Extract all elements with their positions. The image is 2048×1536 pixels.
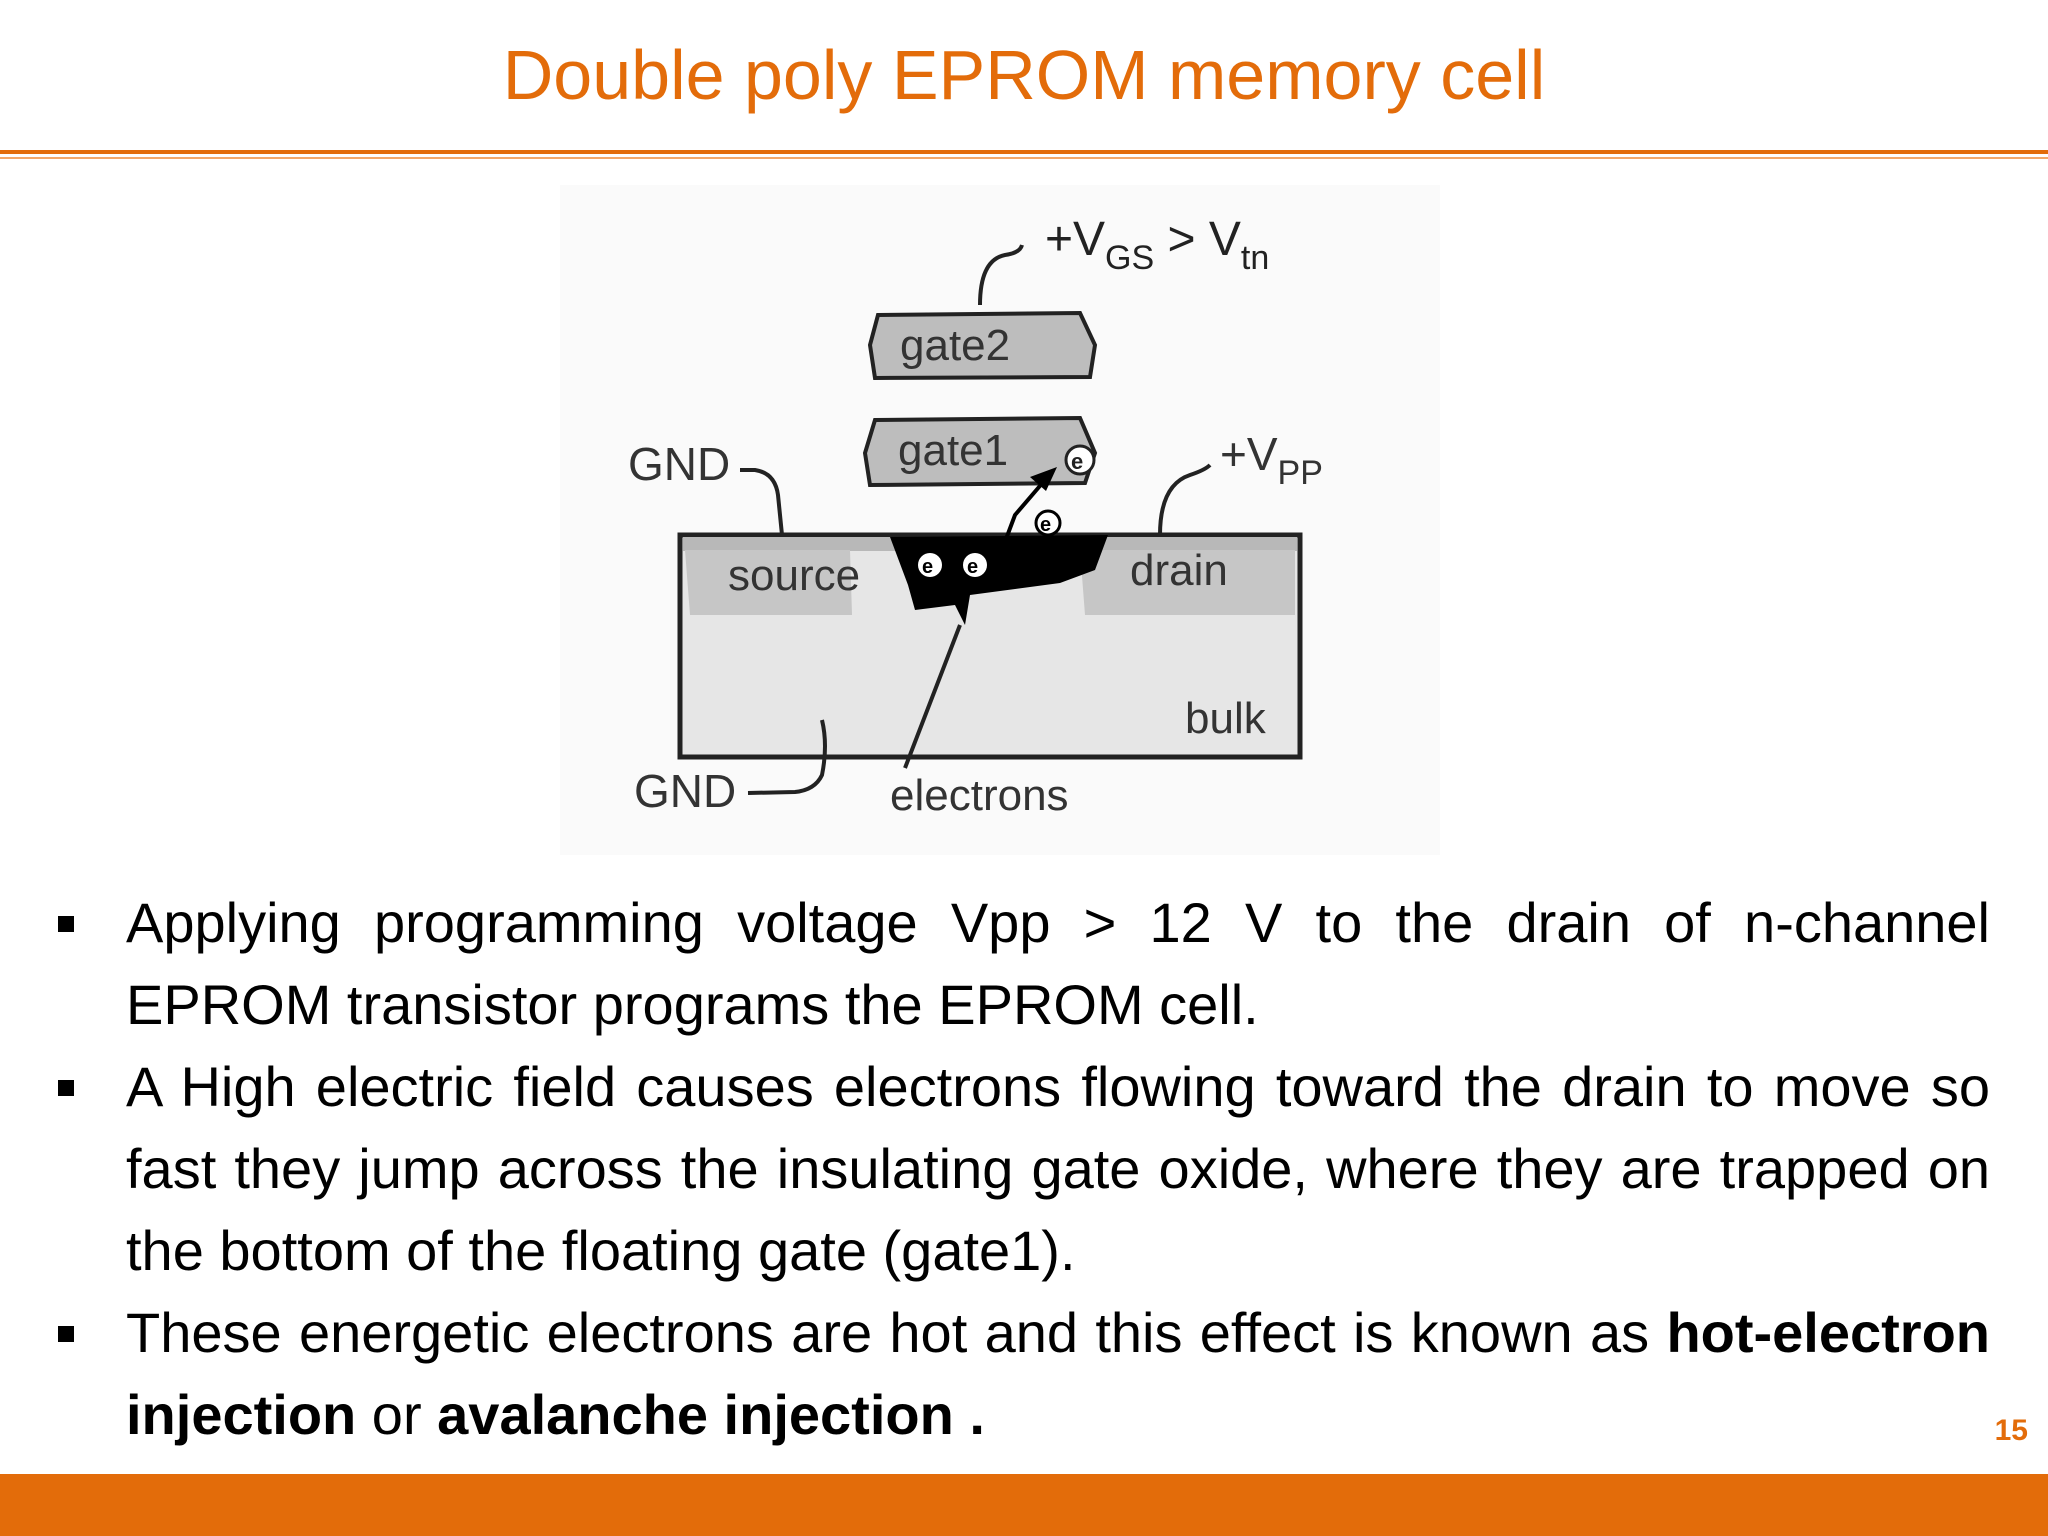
source-label: source xyxy=(728,551,860,600)
bullet-list: Applying programming voltage Vpp > 12 V … xyxy=(48,882,1990,1456)
gate1-label: gate1 xyxy=(898,426,1008,475)
channel-electron-icon xyxy=(963,553,987,577)
channel-electron-symbol: e xyxy=(967,556,978,578)
vgs-condition-label: +VGS > Vtn xyxy=(1045,213,1269,277)
channel-electron-symbol: e xyxy=(922,556,933,578)
gate2-label: gate2 xyxy=(900,321,1010,370)
electrons-label: electrons xyxy=(890,771,1069,820)
square-bullet-icon xyxy=(58,1326,74,1342)
channel-electron-icon xyxy=(918,553,942,577)
gate1-shape xyxy=(862,415,1098,488)
electrons-pointer xyxy=(903,624,962,769)
bulk-lead xyxy=(747,719,827,795)
title-divider xyxy=(0,150,2048,154)
injection-arrow xyxy=(998,478,1047,556)
footer-bar xyxy=(0,1474,2048,1536)
bullet-text-prefix: These energetic electrons are hot and th… xyxy=(126,1301,1667,1364)
drain-label: drain xyxy=(1130,546,1228,595)
bullet-item: Applying programming voltage Vpp > 12 V … xyxy=(48,882,1990,1046)
square-bullet-icon xyxy=(58,1080,74,1096)
hot-electron-icon xyxy=(1034,509,1062,537)
gate2-shape xyxy=(867,310,1098,381)
bullet-term-hot-electron: hot-electron injection xyxy=(126,1301,1990,1446)
injection-arrowhead xyxy=(1030,467,1057,491)
source-lead xyxy=(740,468,784,536)
gnd-source-label: GND xyxy=(628,438,730,490)
bulk-label: bulk xyxy=(1185,694,1267,743)
page-number: 15 xyxy=(1994,1414,2028,1447)
vpp-label: +VPP xyxy=(1220,428,1323,492)
slide-title: Double poly EPROM memory cell xyxy=(502,36,1546,114)
drain-region xyxy=(1080,550,1295,615)
gate2-lead xyxy=(978,244,1024,306)
trapped-electron-symbol: e xyxy=(1071,449,1083,474)
bullet-item: These energetic electrons are hot and th… xyxy=(48,1292,1990,1456)
bullet-item: A High electric field causes electrons f… xyxy=(48,1046,1990,1292)
electron-channel xyxy=(890,535,1108,625)
hot-electron-symbol: e xyxy=(1040,514,1051,536)
drain-lead xyxy=(1158,463,1212,536)
source-region xyxy=(685,550,852,615)
square-bullet-icon xyxy=(58,916,74,932)
bullet-text: Applying programming voltage Vpp > 12 V … xyxy=(126,891,1990,1036)
bullet-term-avalanche: avalanche injection . xyxy=(437,1383,985,1446)
eprom-cell-diagram: +VGS > Vtn gate2 gate1 e GND +VPP source… xyxy=(560,185,1440,855)
title-divider-thin xyxy=(0,157,2048,159)
bullet-text-middle: or xyxy=(356,1383,438,1446)
bullet-text: A High electric field causes electrons f… xyxy=(126,1055,1990,1282)
gnd-bulk-label: GND xyxy=(634,765,736,817)
trapped-electron-icon xyxy=(1064,444,1096,476)
